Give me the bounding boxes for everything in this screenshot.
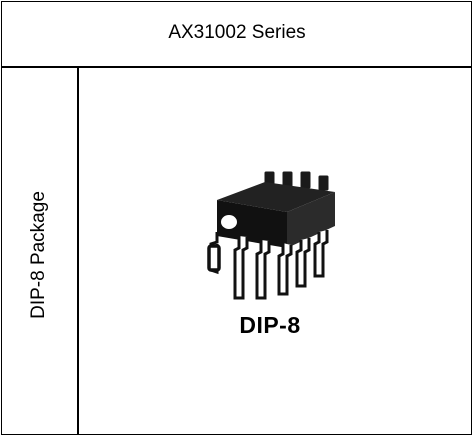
chip-body — [217, 182, 335, 248]
column-divider — [77, 66, 79, 435]
row-label: DIP-8 Package — [28, 191, 49, 319]
dip8-chip-icon — [207, 171, 335, 300]
chip-front-pins — [209, 230, 329, 300]
table-header-title: AX31002 Series — [168, 22, 306, 43]
chip-back-pins — [264, 171, 329, 191]
package-label: DIP-8 — [239, 312, 301, 338]
row-label-cell: DIP-8 Package — [0, 67, 77, 435]
chip-pin-legs — [207, 244, 221, 272]
header-divider — [1, 66, 472, 68]
